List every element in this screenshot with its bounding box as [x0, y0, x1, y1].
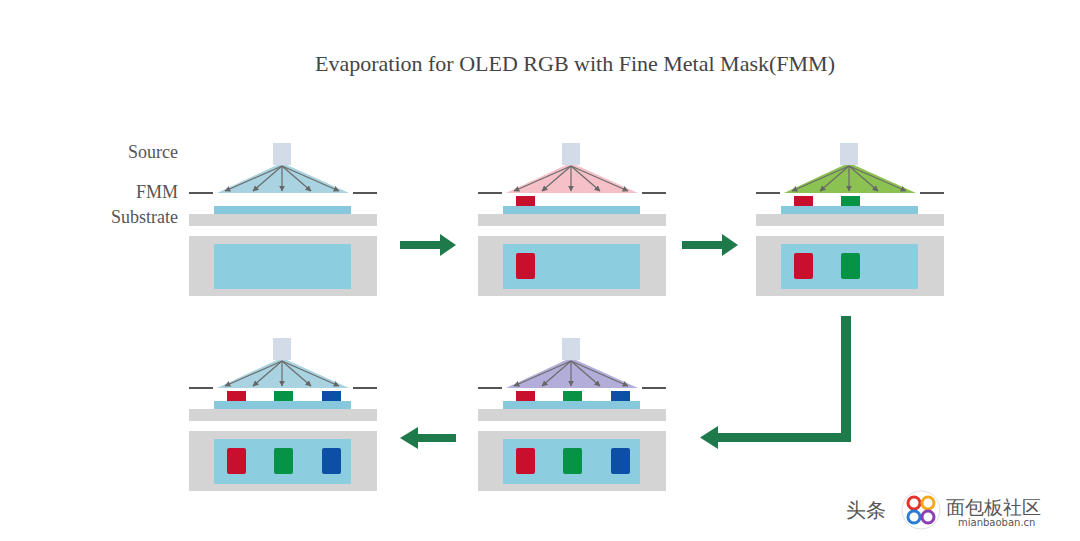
- process-step: [189, 338, 377, 491]
- process-step: [478, 338, 666, 491]
- flow-arrow: [400, 234, 851, 449]
- watermark: 面包板社区: [946, 497, 1041, 518]
- diagram-title: Evaporation for OLED RGB with Fine Metal…: [315, 52, 835, 76]
- part-label: FMM: [136, 183, 178, 203]
- watermark: 头条: [846, 499, 886, 521]
- process-step: [756, 143, 944, 296]
- process-step: [478, 143, 666, 296]
- part-label: Substrate: [111, 208, 178, 228]
- watermark-logo: [902, 491, 940, 529]
- part-label: Source: [128, 143, 178, 163]
- watermark: mianbaoban.cn: [958, 517, 1035, 528]
- process-step: [189, 143, 377, 296]
